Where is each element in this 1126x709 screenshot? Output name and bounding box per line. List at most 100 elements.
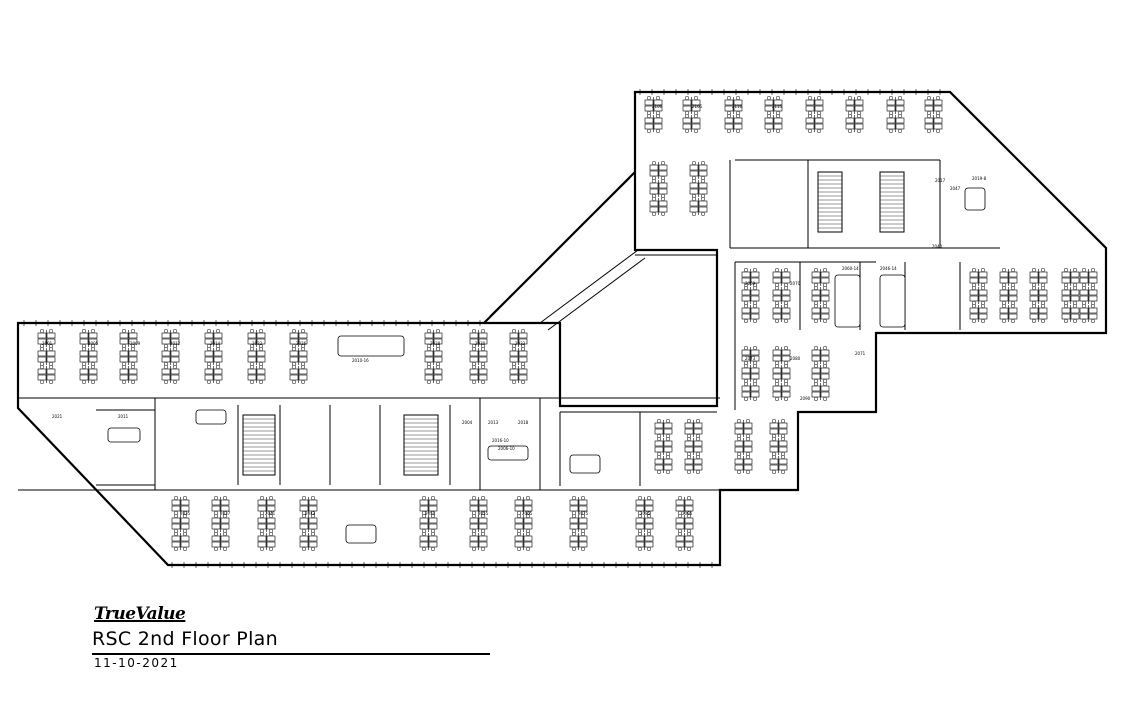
chair (1001, 318, 1007, 324)
desk (88, 350, 98, 357)
chair (182, 513, 188, 519)
desk (469, 523, 479, 530)
chair (163, 364, 169, 370)
room-number-label: 2019-8 (972, 176, 987, 181)
chair (421, 495, 427, 501)
workstation-cluster (644, 95, 663, 116)
desk (428, 499, 438, 506)
building-outline (16, 90, 1108, 567)
chair (1010, 303, 1016, 309)
room-number-label: 2095 (682, 511, 693, 516)
desk (684, 440, 694, 447)
chair (783, 267, 789, 273)
chair (660, 178, 666, 184)
desk (478, 374, 488, 381)
desk (247, 350, 257, 357)
chair (774, 345, 780, 351)
desk (734, 464, 744, 471)
workstation-cluster (289, 364, 308, 385)
desk (743, 440, 753, 447)
desk (514, 541, 524, 548)
desk (689, 164, 699, 171)
workstation-cluster (635, 513, 654, 534)
chair (695, 436, 701, 442)
desk (781, 277, 791, 284)
chair (215, 328, 221, 334)
desk (1070, 307, 1080, 314)
workstation-cluster (805, 113, 824, 134)
chair (222, 495, 228, 501)
chair (1031, 285, 1037, 291)
chair (39, 346, 45, 352)
desk (213, 374, 223, 381)
chair (813, 267, 819, 273)
desk (663, 464, 673, 471)
chair (1072, 303, 1078, 309)
desk (37, 374, 47, 381)
workstation-cluster (299, 495, 318, 516)
chair (752, 285, 758, 291)
chair (471, 495, 477, 501)
chair (480, 379, 486, 385)
workstation-cluster (569, 495, 588, 516)
desk (741, 289, 751, 296)
workstation-cluster (741, 267, 760, 288)
desk (820, 295, 830, 302)
desk (675, 535, 685, 542)
room-number-label: 2110 (732, 104, 743, 109)
chair (258, 364, 264, 370)
desk (469, 517, 479, 524)
workstation-cluster (1079, 303, 1098, 324)
room-number-label: 2050 (425, 511, 436, 516)
room-number-label: 2075 (578, 511, 589, 516)
desk (649, 170, 659, 177)
desk (1038, 295, 1048, 302)
workstation-cluster (741, 363, 760, 384)
desk (171, 535, 181, 542)
desk (769, 464, 779, 471)
desk (654, 446, 664, 453)
desk (128, 332, 138, 339)
chair (258, 379, 264, 385)
desk (478, 356, 488, 363)
chair (48, 379, 54, 385)
chair (677, 495, 683, 501)
desk (1079, 289, 1089, 296)
chair (783, 318, 789, 324)
desk (220, 535, 230, 542)
desk (895, 117, 905, 124)
chair (780, 436, 786, 442)
desk (1029, 313, 1039, 320)
conference-table (107, 427, 141, 443)
desk (298, 368, 308, 375)
desk (999, 313, 1009, 320)
workstation-cluster (805, 95, 824, 116)
workstation-cluster (161, 364, 180, 385)
workstation-cluster (119, 328, 138, 349)
chair (695, 454, 701, 460)
chair (856, 113, 862, 119)
chair (480, 531, 486, 537)
desk (781, 349, 791, 356)
desk (424, 350, 434, 357)
desk (1038, 313, 1048, 320)
chair (774, 363, 780, 369)
desk (811, 391, 821, 398)
chair (1081, 303, 1087, 309)
desk (478, 350, 488, 357)
chair (774, 318, 780, 324)
chair (520, 346, 526, 352)
desk (675, 523, 685, 530)
workstation-cluster (635, 531, 654, 552)
chair (1063, 303, 1069, 309)
chair (897, 95, 903, 101)
desk (693, 440, 703, 447)
chair (571, 513, 577, 519)
desk (569, 541, 579, 548)
desk (933, 105, 943, 112)
desk (689, 200, 699, 207)
desk (257, 535, 267, 542)
desk (46, 374, 56, 381)
desk (256, 374, 266, 381)
